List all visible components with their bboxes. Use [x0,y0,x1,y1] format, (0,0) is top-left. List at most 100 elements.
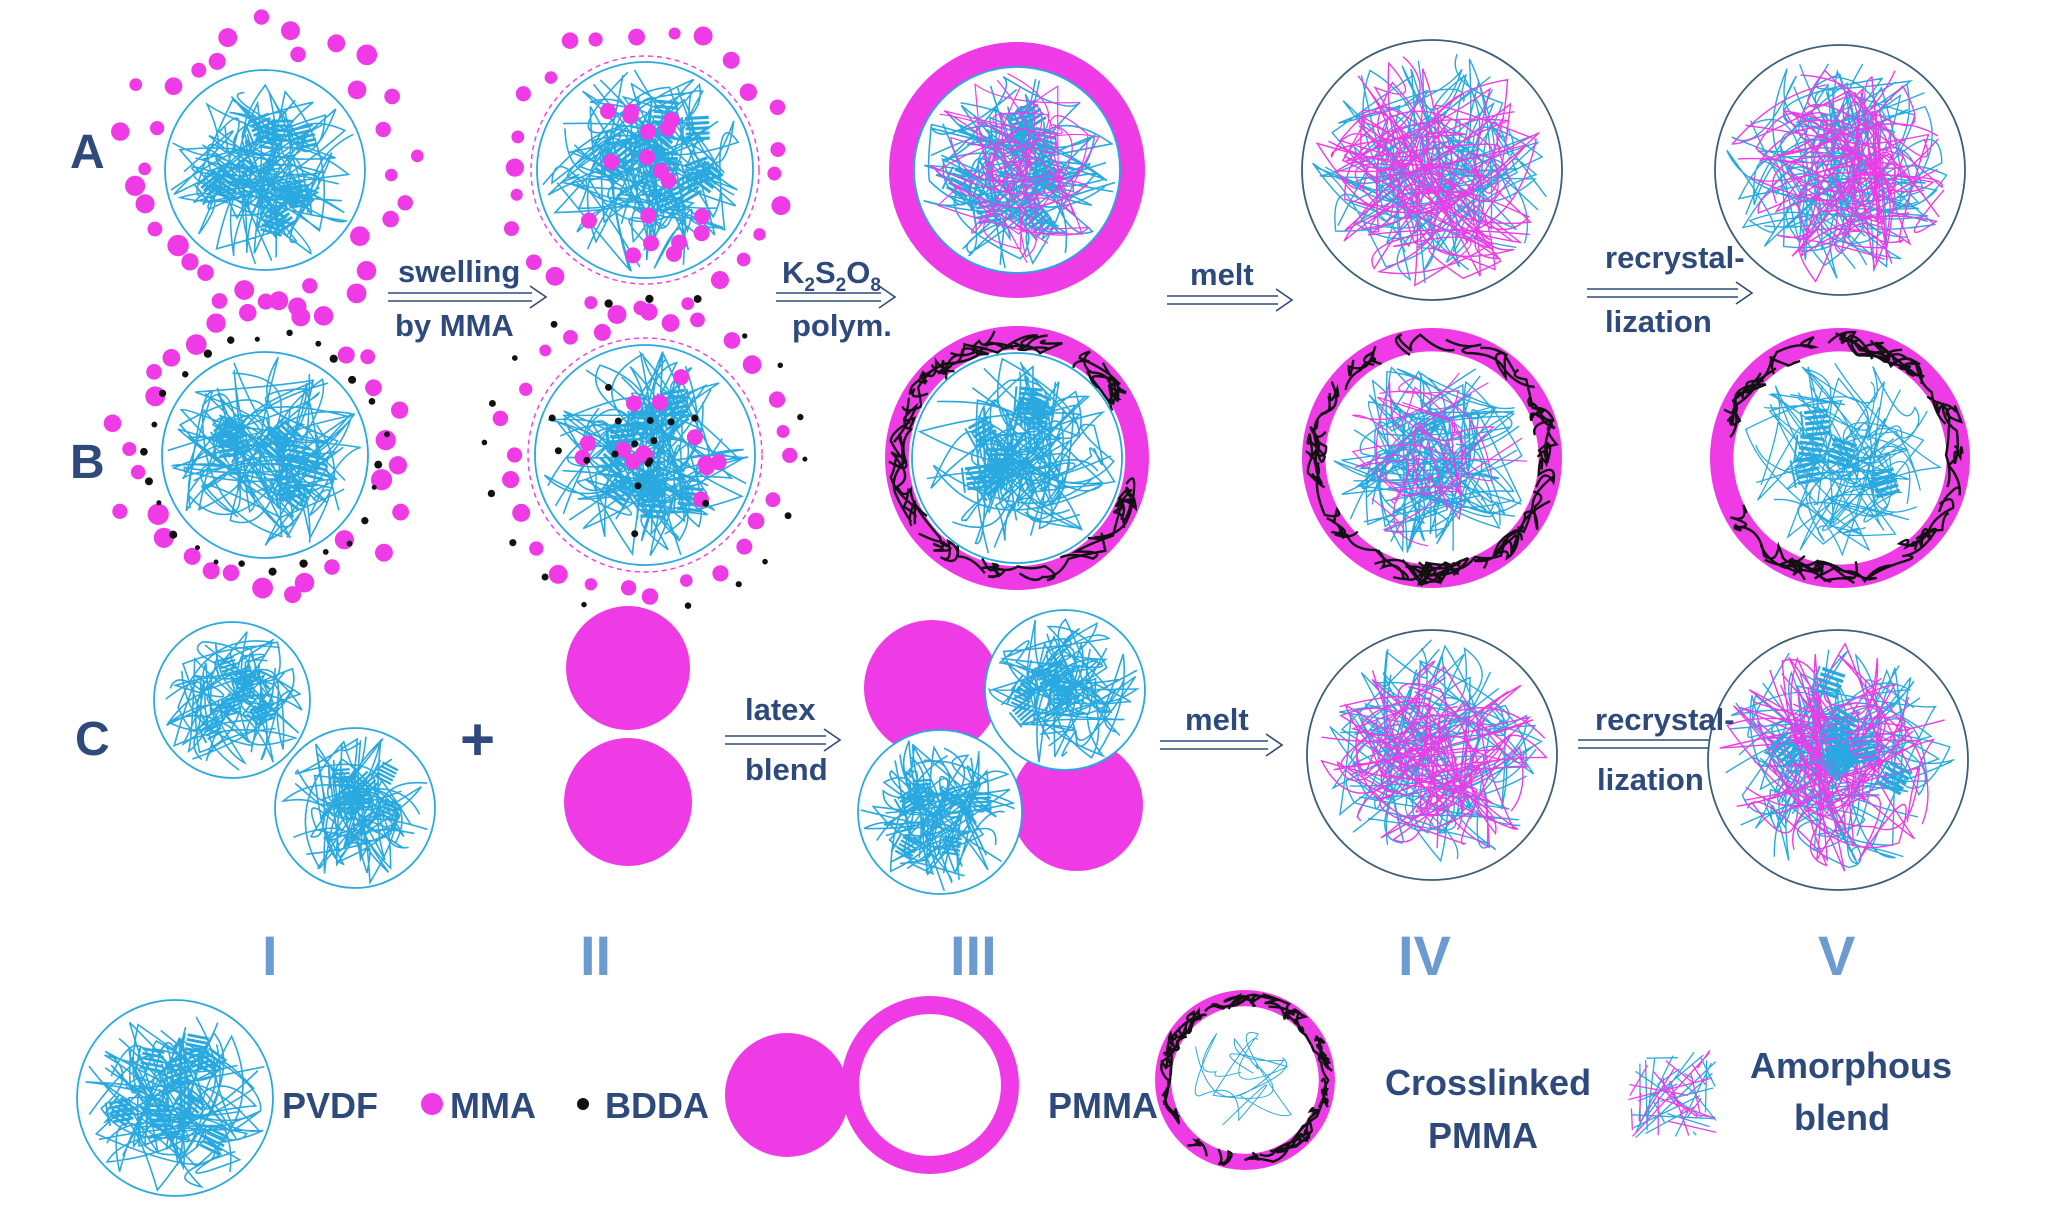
bdda-dot [581,601,587,608]
bdda-dot [777,362,784,369]
lamella-fold [1793,434,1799,463]
lamella-stripe [633,137,657,150]
lamella-stripe [1779,745,1800,764]
lamella-fold [1821,706,1837,732]
mma-droplet [671,234,688,251]
mma-droplet [603,153,620,170]
lamella-stripe [204,1135,225,1148]
crystal-lamella [680,115,710,144]
bdda-dot [140,447,148,456]
crystal-lamella [231,675,257,700]
lamella-stripe [1024,420,1048,426]
crystal-lamella [937,834,962,856]
arrow-head [1265,733,1284,757]
lamella-stripe [1767,732,1788,752]
lamella-stripe [187,1033,210,1041]
step-melt-a: melt [1190,257,1254,292]
lamella-stripe [1798,446,1823,453]
bdda-dot [650,437,658,445]
lamella-fold [1789,460,1797,488]
bdda-dot [371,484,377,490]
lamella-stripe [285,487,306,503]
lamella-stripe [680,189,703,205]
crystal-lamella [216,695,242,720]
mma-droplet [660,172,677,189]
lamella-stripe [382,802,400,811]
bdda-dot [691,414,699,422]
lamella-stripe [1798,451,1823,458]
mma-droplet [365,379,382,397]
lamella-stripe [1831,750,1852,769]
lamella-stripe [238,686,256,694]
bdda-dot [646,416,654,424]
lamella-stripe [1826,458,1851,469]
bdda-dot [227,336,235,344]
lamella-stripe [256,701,271,715]
lamella-stripe [142,1051,164,1059]
legend-crosslinked-line2: PMMA [1428,1115,1538,1156]
lamella-stripe [654,191,678,206]
mma-droplet [753,228,766,241]
lamella-stripe [165,1060,188,1070]
row-b-col3-core [911,352,1123,564]
step-latex: latex [745,692,816,727]
lamella-stripe [1817,677,1842,689]
lamella-stripe [219,424,239,441]
lamella-stripe [1015,99,1037,114]
mma-droplet [628,28,646,46]
lamella-stripe [1052,668,1069,681]
lamella-fold [625,138,638,163]
lamella-fold [327,769,331,789]
mma-droplet [130,464,146,480]
lamella-stripe [1046,659,1062,672]
lamella-stripe [652,187,675,201]
lamella-stripe [1833,437,1858,448]
lamella-stripe [1883,771,1907,786]
mma-droplet [620,580,637,596]
bdda-dot [329,354,338,363]
lamella-stripe [987,457,1012,462]
mma-droplet [640,123,657,140]
mma-droplet [600,103,617,120]
column-label-iv: IV [1398,924,1451,987]
lamella-stripe [1800,434,1825,442]
lamella-stripe [685,136,710,141]
lamella-fold [286,129,295,153]
lamella-stripe [270,212,291,228]
lamella-stripe [597,162,620,179]
lamella-fold [680,165,692,191]
mma-droplet [502,470,520,489]
lamella-stripe [696,168,718,186]
crystal-lamella [968,792,992,814]
bdda-dot [583,456,591,464]
initiator-k: K [782,255,805,290]
lamella-stripe [203,176,223,193]
legend-pvdf-label: PVDF [282,1085,378,1126]
mma-droplet [673,369,690,386]
mma-droplet [768,391,786,408]
mma-droplet [625,247,642,264]
swatch-pmma-lines [1628,1049,1717,1137]
lamella-fold [282,186,288,211]
step-swelling-line1: swelling [398,254,520,289]
lamella-stripe [1804,414,1829,421]
mma-droplet [769,99,786,116]
lamella-stripe [266,430,287,448]
bdda-dot [158,389,167,397]
crystal-lamella [170,1088,206,1122]
lamella-stripe [141,1056,163,1064]
mma-droplet [736,252,751,267]
lamella-stripe [248,710,264,724]
bdda-dot [488,399,496,407]
lamella-stripe [1849,733,1874,743]
lamella-stripe [261,125,285,133]
lamella-fold [969,480,988,502]
lamella-fold [685,157,704,180]
mma-droplet [350,226,370,247]
lamella-stripe [664,409,689,417]
lamella-stripe [301,472,324,481]
bdda-dot [631,440,639,448]
lamella-fold [1822,436,1833,464]
crystal-lamella [1817,741,1856,782]
row-b-col4-pmma-chains [1351,372,1527,547]
